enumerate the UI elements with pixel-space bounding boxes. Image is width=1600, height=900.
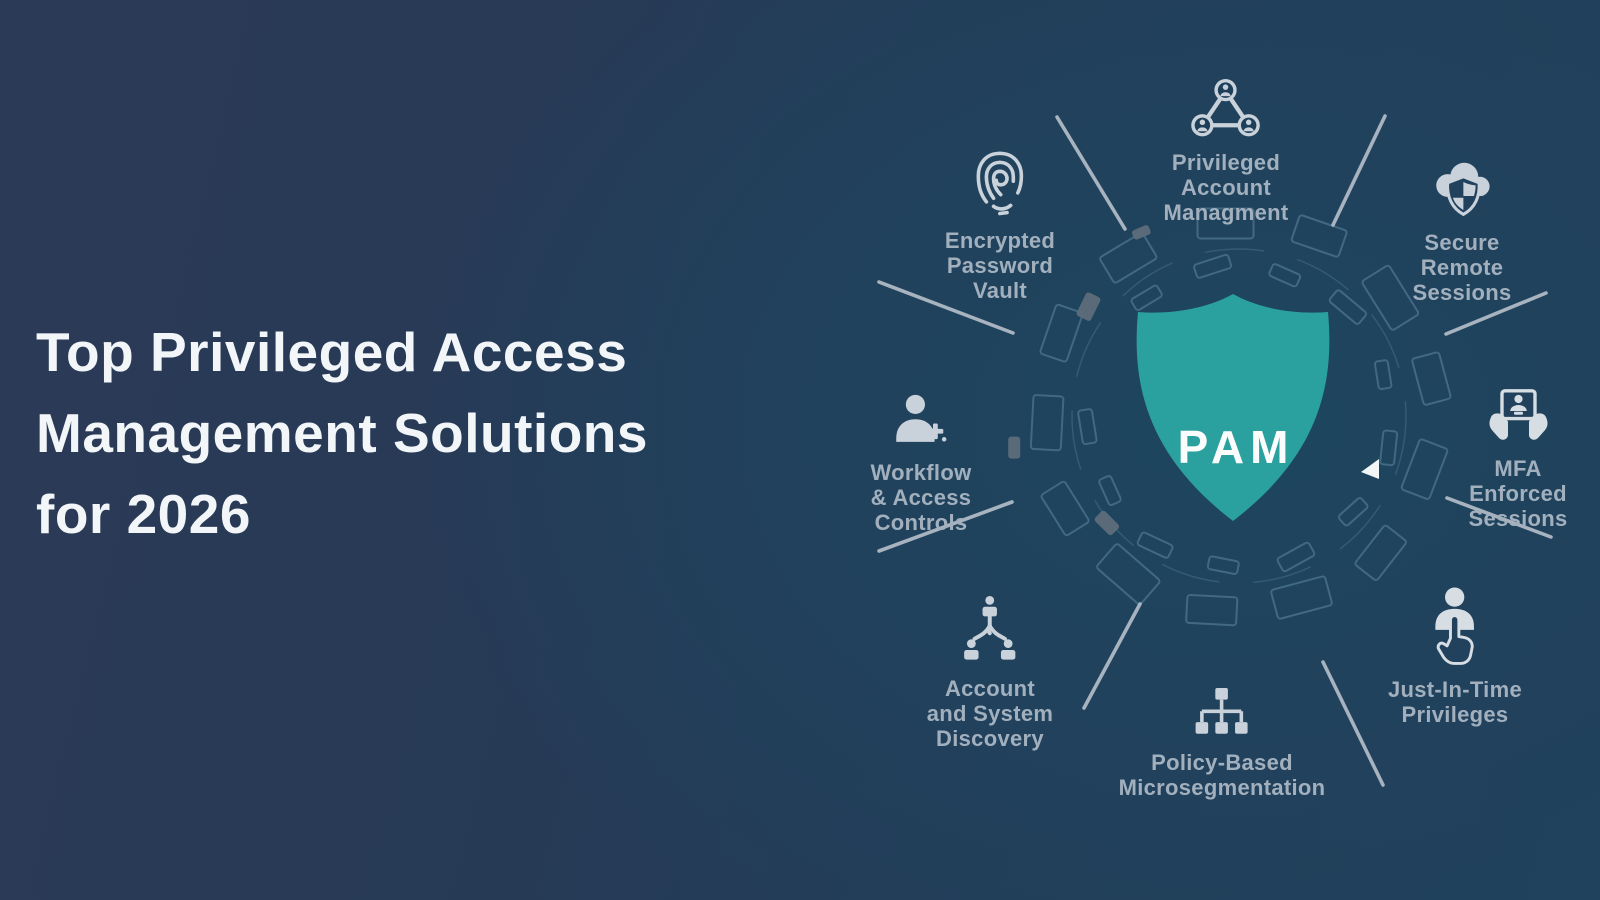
gear-ring-icon: [1008, 207, 1452, 627]
node-encrypted-password-vault: Encrypted Password Vault: [945, 148, 1055, 303]
node-account-and-system-discovery: Account and System Discovery: [927, 594, 1054, 751]
node-label: Policy-Based Microsegmentation: [1118, 750, 1326, 800]
page-title: Top Privileged Access Management Solutio…: [36, 312, 648, 555]
org-chart-icon: [1195, 688, 1248, 734]
node-workflow-access-controls: Workflow & Access Controls: [871, 392, 972, 535]
pam-shield-icon: [1136, 294, 1330, 521]
node-secure-remote-sessions: Secure Remote Sessions: [1412, 158, 1511, 305]
system-discovery-icon: [964, 596, 1016, 660]
node-just-in-time-privileges: Just-In-Time Privileges: [1388, 586, 1522, 727]
node-label: Secure Remote Sessions: [1412, 230, 1512, 305]
title-line: Management Solutions: [36, 402, 648, 464]
node-label: Just-In-Time Privileges: [1388, 677, 1522, 727]
title-line: for 2026: [36, 483, 251, 545]
user-tap-icon: [1434, 587, 1474, 665]
title-line: Top Privileged Access: [36, 321, 628, 383]
node-label: Encrypted Password Vault: [944, 228, 1056, 303]
user-group-network-icon: [1191, 79, 1261, 137]
cursor-arrow-icon: [1361, 459, 1379, 479]
add-user-icon: [895, 394, 946, 442]
fingerprint-icon: [976, 151, 1024, 216]
node-policy-based-microsegmentation: Policy-Based Microsegmentation: [1119, 688, 1326, 800]
node-label: Privileged Account Managment: [1163, 150, 1289, 225]
connector-lines: [877, 114, 1553, 787]
node-mfa-enforced-sessions: MFA Enforced Sessions: [1468, 388, 1567, 531]
pam-center-label: PAM: [1177, 421, 1295, 473]
node-privileged-account-management: Privileged Account Managment: [1164, 78, 1289, 225]
cloud-shield-icon: [1435, 162, 1490, 217]
node-label: Workflow & Access Controls: [870, 460, 972, 535]
hands-holding-tablet-icon: [1488, 389, 1548, 440]
node-label: MFA Enforced Sessions: [1468, 456, 1568, 531]
node-label: Account and System Discovery: [926, 676, 1054, 751]
